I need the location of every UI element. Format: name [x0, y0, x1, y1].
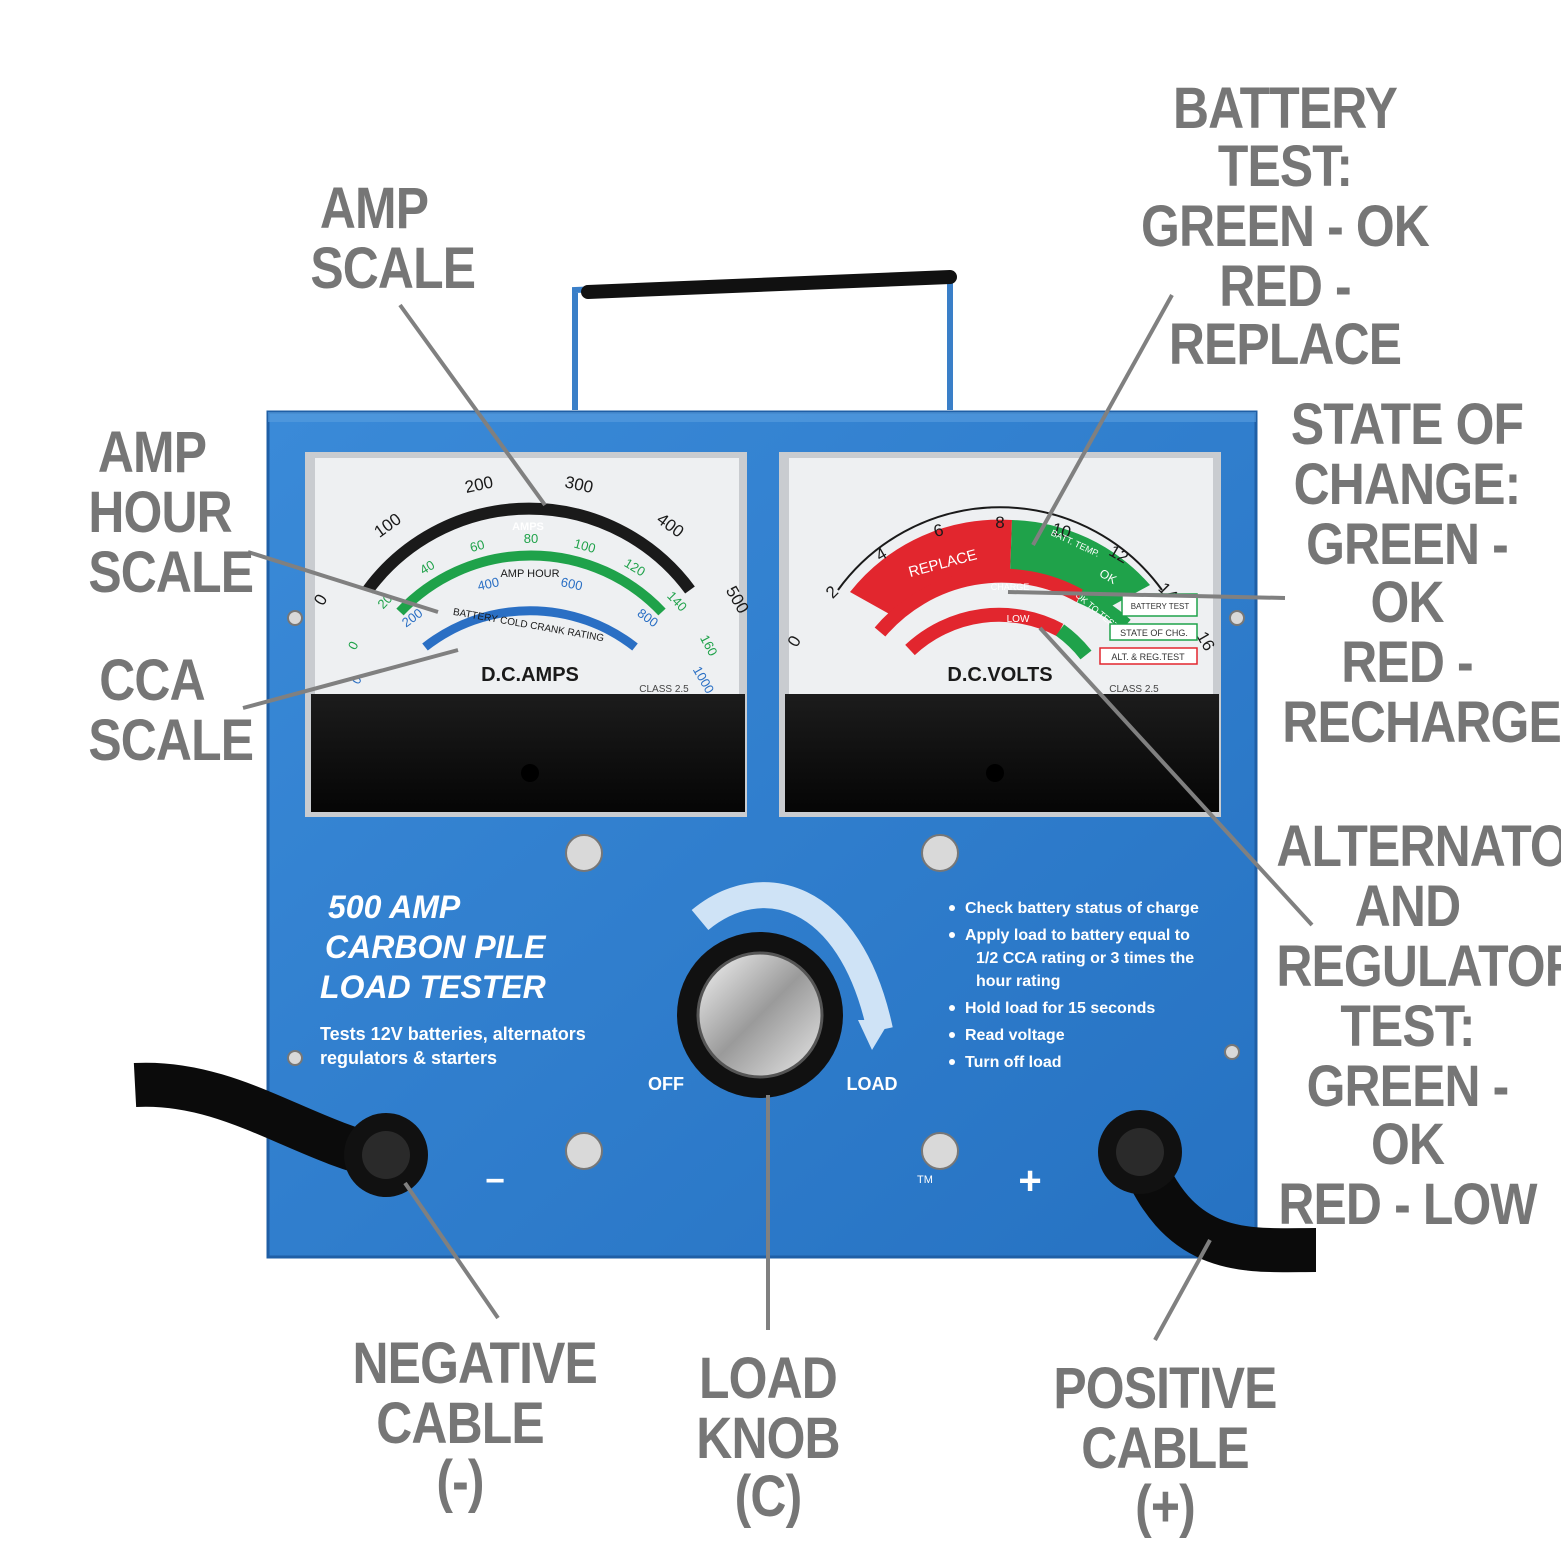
instruction-list: Check battery status of charge Apply loa…	[949, 900, 1199, 1071]
carry-handle	[572, 270, 957, 410]
legend-alt-reg-test: ALT. & REG.TEST	[1111, 652, 1185, 662]
svg-text:LOAD TESTER: LOAD TESTER	[320, 969, 546, 1005]
positive-cable	[1098, 1110, 1317, 1273]
load-knob[interactable]	[677, 882, 893, 1098]
cca-tick-label-3: 600	[560, 574, 584, 593]
volt-meter-class: CLASS 2.5	[1109, 684, 1159, 695]
product-title: 500 AMP CARBON PILE LOAD TESTER	[320, 889, 547, 1005]
amp-meter-name: D.C.AMPS	[481, 664, 579, 686]
svg-text:Apply load to battery equal to: Apply load to battery equal to	[965, 927, 1190, 944]
svg-text:Check battery status of charge: Check battery status of charge	[965, 900, 1199, 917]
svg-text:hour rating: hour rating	[976, 973, 1060, 990]
amp-hour-arc-label: AMP HOUR	[500, 568, 559, 580]
svg-text:Turn off load: Turn off load	[965, 1054, 1062, 1071]
amp-hour-tick-label-3: 60	[468, 537, 486, 555]
trademark-label: TM	[917, 1174, 933, 1186]
amp-hour-tick-label-4: 80	[524, 531, 538, 546]
svg-text:Hold load for 15 seconds: Hold load for 15 seconds	[965, 1000, 1155, 1017]
callout-alternator-regulator-test: ALTERNATORANDREGULATORTEST:GREEN - OKRED…	[1276, 814, 1561, 1237]
svg-text:Read voltage: Read voltage	[965, 1027, 1065, 1044]
amp-hour-tick-label-5: 100	[572, 536, 597, 556]
svg-text:CARBON PILE: CARBON PILE	[325, 929, 547, 965]
svg-text:1/2 CCA rating or 3 times the: 1/2 CCA rating or 3 times the	[976, 950, 1194, 967]
amp-meter-class: CLASS 2.5	[639, 684, 689, 695]
legend-state-of-chg: STATE OF CHG.	[1120, 628, 1188, 638]
charge-label: CHARGE	[991, 582, 1030, 592]
negative-terminal-label: −	[485, 1162, 505, 1200]
product-subtitle: Tests 12V batteries, alternators regulat…	[320, 1024, 586, 1068]
leader-lines	[242, 294, 1314, 1341]
positive-terminal-label: +	[1018, 1159, 1041, 1203]
volt-tick-label-5: 10	[1050, 519, 1073, 542]
panel-screws	[287, 610, 1245, 1170]
negative-cable	[133, 1062, 428, 1197]
knob-off-label: OFF	[648, 1074, 684, 1094]
volt-tick-label-4: 8	[995, 513, 1004, 532]
amp-hour-tick-label-2: 40	[417, 557, 437, 577]
svg-text:500 AMP: 500 AMP	[328, 889, 461, 925]
cca-tick-label-2: 400	[476, 574, 500, 593]
svg-text:Tests 12V batteries, alternato: Tests 12V batteries, alternators	[320, 1024, 586, 1044]
low-label: LOW	[1007, 614, 1030, 625]
amps-arc-label: AMPS	[512, 521, 544, 533]
legend-battery-test: BATTERY TEST	[1131, 602, 1190, 611]
volt-meter-name: D.C.VOLTS	[947, 664, 1052, 686]
svg-text:regulators & starters: regulators & starters	[320, 1048, 497, 1068]
knob-load-label: LOAD	[847, 1074, 898, 1094]
